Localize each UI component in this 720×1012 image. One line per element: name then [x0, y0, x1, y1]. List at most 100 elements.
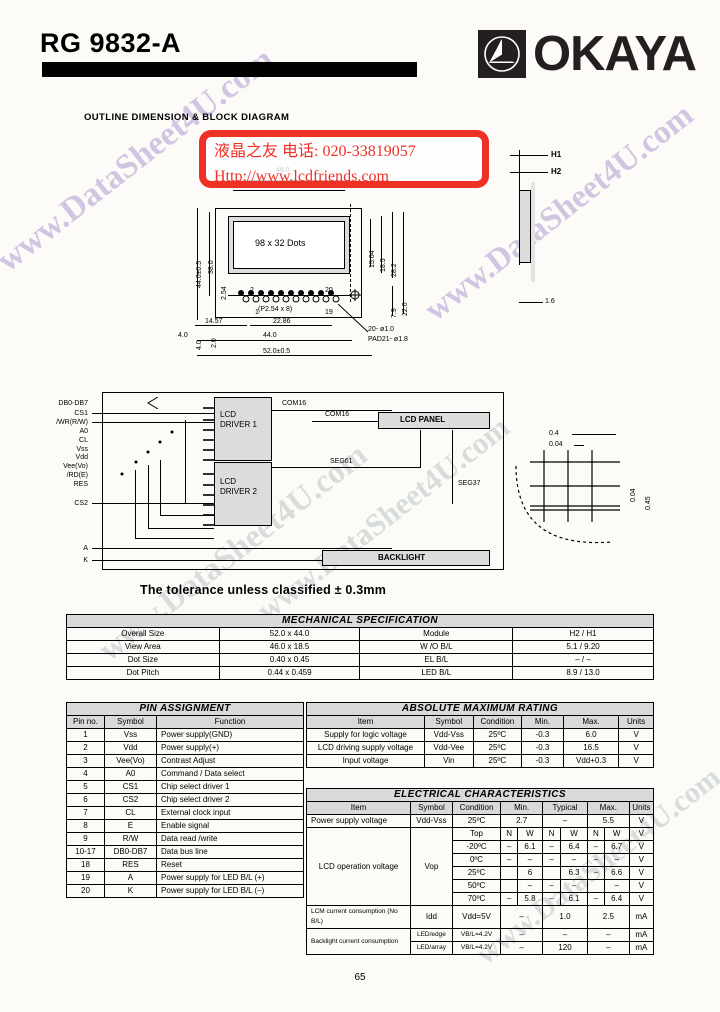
dot-detail-grid [530, 450, 626, 531]
seg37-label: SEG37 [458, 480, 481, 487]
bus-line-d2 [148, 528, 214, 529]
table-row: Dot Size 0.40 x 0.45 EL B/L – / – [66, 653, 654, 667]
mech-right-value-2: – / – [512, 653, 654, 667]
dim-label-282: 28.2 [391, 263, 398, 277]
dim-line-44w [197, 340, 352, 341]
elec-vop-typ-n: – [541, 879, 562, 893]
dot-detail-arc [508, 450, 618, 555]
elec-vop-item: LCD operation voltage [305, 827, 412, 906]
elec-top-max-w: W [603, 827, 630, 841]
pin-symbol: K [103, 884, 158, 898]
dim-label-20: 2.0 [211, 338, 218, 348]
absmax-symbol: Vdd-Vee [423, 741, 474, 755]
pin-symbol: A [103, 871, 158, 885]
elec-vop-condition: -20ºC [451, 840, 502, 854]
h2-dim-line [510, 172, 548, 173]
elec-vop-typ-w: 6.1 [559, 892, 589, 906]
mech-right-value-1: 5.1 / 9.20 [512, 640, 654, 654]
seg37-vert [452, 430, 453, 504]
pin-no: 6 [66, 793, 105, 807]
table-row: LCD operation voltage Vop Top N W N W N … [305, 827, 655, 906]
bus-line-d3 [135, 538, 214, 539]
elec-vop-min-n [500, 866, 518, 880]
absmax-units: V [618, 741, 654, 755]
pin-number-19: 19 [325, 309, 333, 316]
seg61-vert [420, 430, 421, 468]
dim-line-38 [209, 212, 210, 296]
com16-b-line [312, 421, 392, 422]
bus-dots [108, 428, 178, 489]
absmax-col-header-5: Units [618, 715, 654, 729]
absmax-symbol: Vdd-Vss [423, 728, 474, 742]
signal-cs1: CS1 [74, 410, 88, 417]
signal-vee: Vee(Vo) [63, 463, 88, 470]
absmax-min: -0.3 [521, 728, 564, 742]
elec-vop-max-w: – [603, 879, 630, 893]
absmax-units: V [618, 754, 654, 768]
h2-label: H2 [551, 167, 562, 176]
table-row: Power supply voltage Vdd-Vss 25ºC 2.7 – … [305, 814, 655, 828]
pin-function: External clock input [156, 806, 304, 820]
signal-vss: Vss [76, 446, 88, 453]
absmax-symbol: Vin [423, 754, 474, 768]
mech-left-item-1: View Area [66, 640, 220, 654]
elec-vop-max-n: – [587, 866, 605, 880]
okaya-logo: OKAYA [478, 30, 697, 79]
elec-idd-condition: Vdd=5V [451, 905, 502, 929]
pin-strip-line [228, 295, 350, 296]
elec-vop-units: V [628, 840, 655, 854]
dim-label-52: 52.0±0.5 [263, 348, 291, 355]
pin-function: Enable signal [156, 819, 304, 833]
display-dots-label: 98 x 32 Dots [255, 238, 306, 248]
elec-backlight-item: Backlight current consumption [305, 928, 412, 955]
dim-label-79: 7.9 [391, 308, 398, 318]
stamp-line-2: Http://www.lcdfriends.com [214, 168, 389, 185]
mech-left-value-2: 0.40 x 0.45 [218, 653, 361, 667]
absmax-title: ABSOLUTE MAXIMUM RATING [306, 702, 654, 716]
hole-note-2: PAD21- ø1.8 [368, 336, 408, 343]
bus-line-d1 [160, 515, 214, 516]
dim-line-1564 [370, 219, 371, 267]
table-row: LCD driving supply voltage Vdd-Vee 25ºC … [306, 741, 654, 755]
pin-col-header-1: Symbol [103, 715, 158, 729]
bus-line-wr [92, 422, 214, 423]
table-row: 70ºC – 5.8 – 6.1 – 6.4 V [307, 892, 655, 906]
elec-idd-symbol: Idd [410, 905, 453, 929]
absolute-maximum-rating-table: ABSOLUTE MAXIMUM RATING Item Symbol Cond… [306, 702, 654, 768]
dim-label-44w: 44.0 [263, 332, 277, 339]
elec-idd-units: mA [628, 905, 655, 929]
elec-backlight-max: – [587, 941, 630, 955]
centerline [350, 204, 351, 302]
table-row: Supply for logic voltage Vdd-Vss 25ºC -0… [306, 728, 654, 742]
elec-top-condition: Top [451, 827, 502, 841]
elec-vop-typ-n: – [541, 840, 562, 854]
lcd-driver-1-label-l1: LCD [220, 410, 237, 419]
mechanical-specification-table: MECHANICAL SPECIFICATION Overall Size 52… [66, 614, 654, 680]
elec-power-typ: – [541, 814, 589, 828]
elec-top-typ-w: W [559, 827, 589, 841]
elec-vop-max-w: 6.4 [603, 892, 630, 906]
lcd-driver-1-label-l2: DRIVER 1 [220, 420, 257, 429]
bus-vert-4 [185, 420, 186, 504]
dim-line-220 [403, 212, 404, 314]
elec-vop-typ-n: – [541, 853, 562, 867]
bus-vert-1 [160, 460, 161, 516]
elec-backlight-symbol: LED/edge [410, 928, 453, 942]
dot-dim-line-004 [574, 445, 584, 446]
elec-backlight-typ: – [541, 928, 589, 942]
lcd-driver-1-block [214, 397, 272, 461]
dot-dim-label-045: 0.45 [645, 496, 652, 510]
h1-dim-line [510, 155, 548, 156]
lcd-driver-2-label-l2: DRIVER 2 [220, 487, 257, 496]
elec-vop-typ-w: – [559, 879, 589, 893]
com16-b-label: COM16 [325, 411, 350, 418]
pin-col-header-0: Pin no. [66, 715, 105, 729]
pin-assignment-title: PIN ASSIGNMENT [66, 702, 304, 716]
tolerance-note: The tolerance unless classified ± 0.3mm [140, 583, 387, 597]
seg61-label: SEG61 [330, 458, 353, 465]
elec-top-max-n: N [587, 827, 605, 841]
pin-function: Chip select driver 2 [156, 793, 304, 807]
